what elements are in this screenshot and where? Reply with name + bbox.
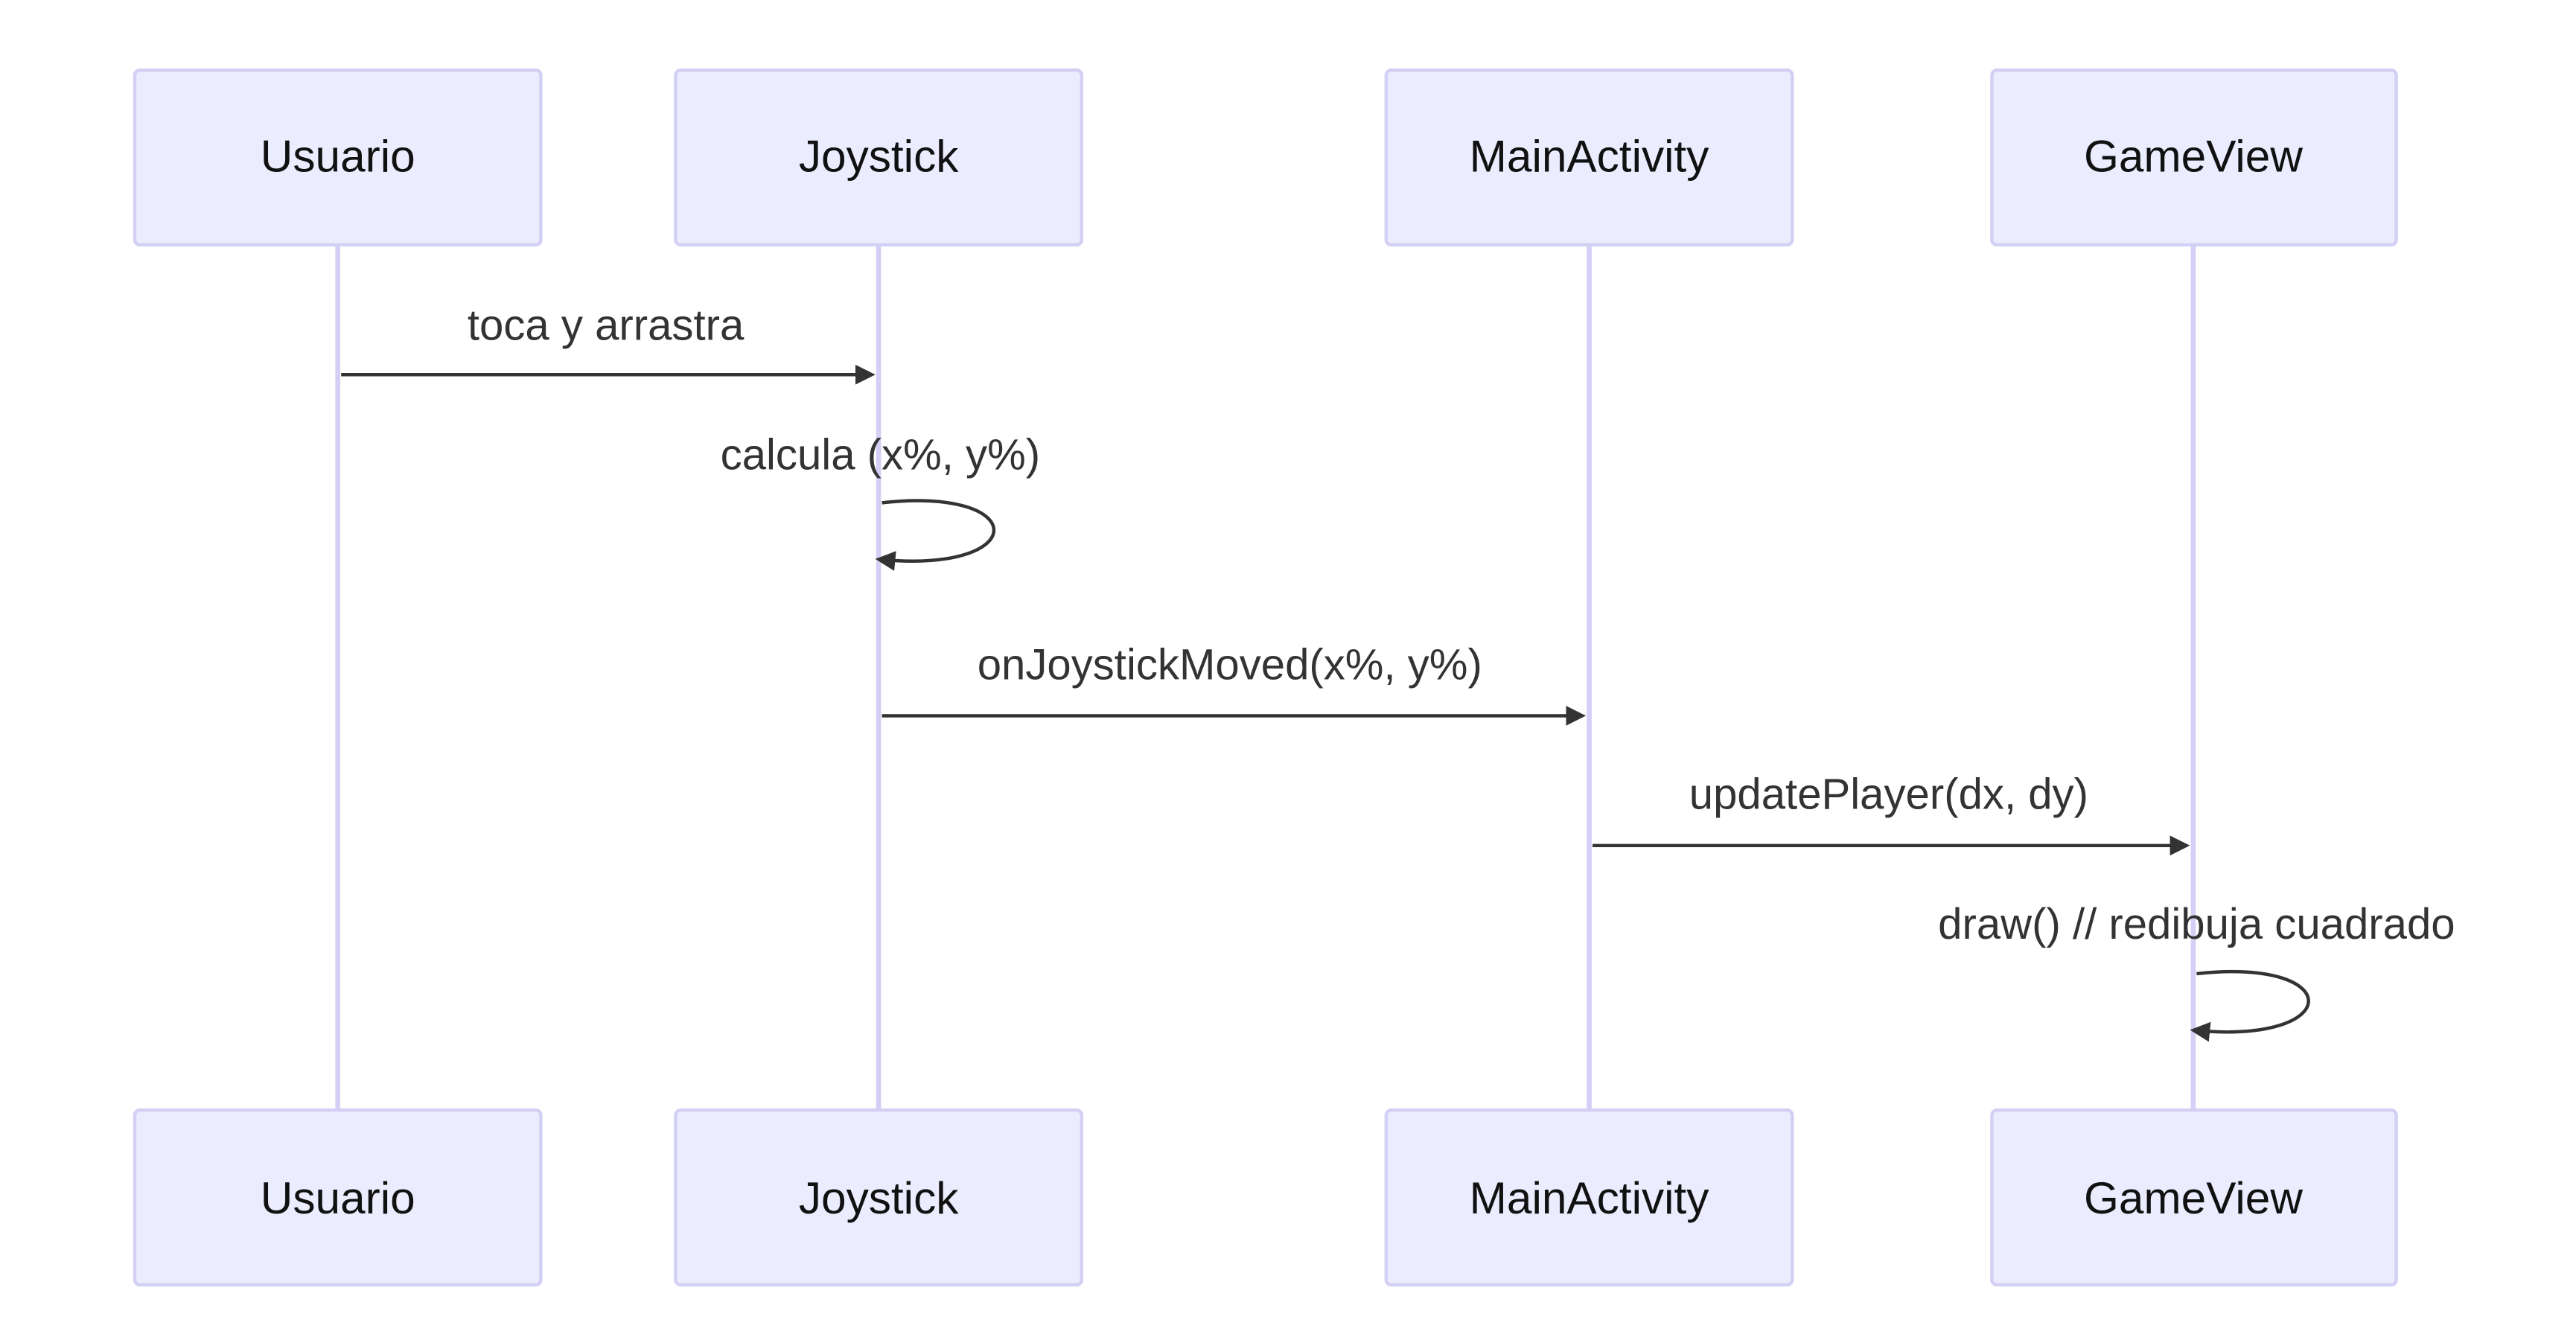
message-label: draw() // redibuja cuadrado bbox=[1938, 900, 2455, 948]
message-label: toca y arrastra bbox=[468, 301, 745, 349]
actor-mainactivity-bottom: MainActivity bbox=[1384, 1108, 1794, 1287]
actor-joystick-top: Joystick bbox=[674, 68, 1084, 247]
message-self-loop-arrow bbox=[875, 499, 995, 571]
actor-usuario-top: Usuario bbox=[133, 68, 543, 247]
actor-mainactivity-top-label: MainActivity bbox=[1470, 131, 1710, 182]
actor-joystick-bottom-label: Joystick bbox=[799, 1172, 959, 1223]
actor-gameview-bottom-label: GameView bbox=[2084, 1172, 2303, 1223]
actor-usuario-bottom-label: Usuario bbox=[261, 1172, 415, 1223]
message-toca-y-arrastra: toca y arrastra bbox=[341, 301, 876, 385]
actor-usuario-bottom: Usuario bbox=[133, 1108, 543, 1287]
message-label: updatePlayer(dx, dy) bbox=[1689, 770, 2088, 819]
actor-gameview-bottom: GameView bbox=[1990, 1108, 2398, 1287]
message-label: onJoystickMoved(x%, y%) bbox=[978, 640, 1482, 689]
message-draw: draw() // redibuja cuadrado bbox=[1938, 900, 2455, 1042]
actor-gameview-top: GameView bbox=[1990, 68, 2398, 247]
actor-gameview-top-label: GameView bbox=[2084, 131, 2303, 182]
message-self-loop-arrow bbox=[2190, 969, 2310, 1042]
message-onjoystickmoved: onJoystickMoved(x%, y%) bbox=[881, 640, 1587, 726]
actor-usuario-top-label: Usuario bbox=[261, 131, 415, 182]
actor-joystick-bottom: Joystick bbox=[674, 1108, 1084, 1287]
actor-mainactivity-top: MainActivity bbox=[1384, 68, 1794, 247]
actor-mainactivity-bottom-label: MainActivity bbox=[1470, 1172, 1710, 1223]
actor-joystick-top-label: Joystick bbox=[799, 131, 959, 182]
message-label: calcula (x%, y%) bbox=[721, 431, 1040, 479]
message-calcula: calcula (x%, y%) bbox=[721, 431, 1040, 571]
message-updateplayer: updatePlayer(dx, dy) bbox=[1593, 770, 2190, 856]
